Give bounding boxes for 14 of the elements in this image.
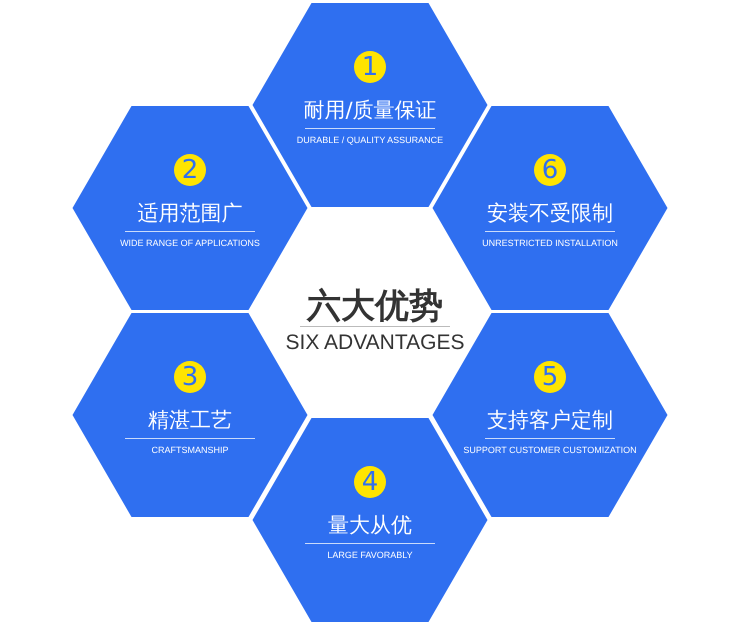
subtitle-text: SIX ADVANTAGES xyxy=(284,331,466,355)
title-text: 六大优势 xyxy=(305,285,444,328)
subtitle: UNRESTRICTED INSTALLATION xyxy=(481,237,619,249)
heading: 精湛工艺 xyxy=(147,407,233,433)
heading: 适用范围广 xyxy=(136,200,244,226)
heading: 支持客户定制 xyxy=(486,407,614,433)
heading: 量大从优 xyxy=(327,512,413,538)
subtitle: LARGE FAVORABLY xyxy=(326,549,414,561)
subtitle: DURABLE / QUALITY ASSURANCE xyxy=(296,134,444,146)
subtitle: CRAFTSMANSHIP xyxy=(150,444,230,456)
heading: 安装不受限制 xyxy=(486,200,614,226)
subtitle: SUPPORT CUSTOMER CUSTOMIZATION xyxy=(462,444,638,456)
subtitle: WIDE RANGE OF APPLICATIONS xyxy=(119,237,261,249)
heading: 耐用/质量保证 xyxy=(302,97,438,123)
